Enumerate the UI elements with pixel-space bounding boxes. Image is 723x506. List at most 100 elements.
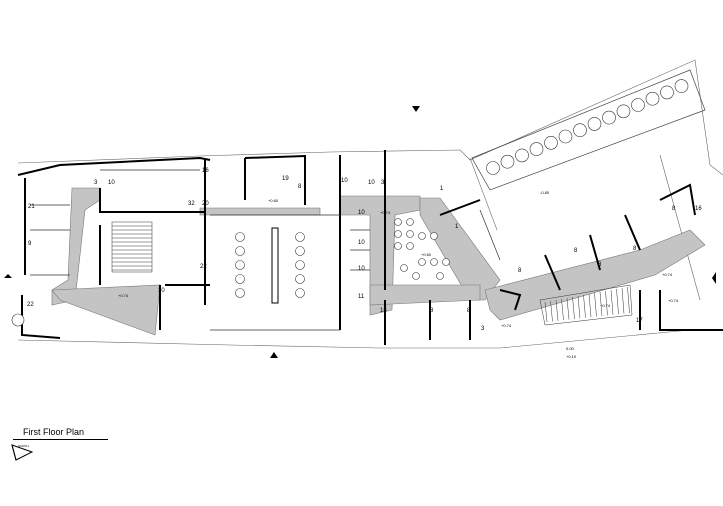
table-icon [442, 258, 450, 266]
table-icon [412, 272, 420, 280]
room-label: 16 [202, 168, 209, 174]
room-label: 10 [358, 240, 365, 246]
table-icon [430, 258, 438, 266]
tree-icon [602, 110, 616, 125]
section-arrow-icon [270, 352, 278, 358]
tree-icon [631, 98, 645, 112]
table-icon [406, 230, 414, 238]
tree-icon [515, 148, 529, 163]
tree-icon [500, 154, 515, 169]
room-label: 8 [574, 248, 578, 254]
level-marker: +0.60 [268, 198, 279, 203]
room-label: 22 [27, 302, 34, 308]
corridor-center-bottom [369, 284, 481, 306]
room-label: 16 [695, 206, 702, 212]
table-icon [235, 246, 245, 256]
tree-icon [486, 161, 500, 175]
tree-icon [587, 117, 602, 131]
corridor-left-vertical [51, 187, 101, 306]
room-label: 1 [455, 224, 459, 230]
atrium-tables [235, 227, 305, 304]
level-marker: +0.10 [566, 354, 577, 359]
room-label: 10 [341, 178, 348, 184]
room-label: 10 [368, 180, 375, 186]
table-icon [418, 258, 426, 266]
table-icon [235, 260, 245, 270]
room-label: 8 [518, 268, 522, 274]
page-title: First Floor Plan [23, 427, 85, 437]
table-icon [430, 232, 438, 240]
room-label: 18 [380, 308, 387, 314]
table-icon [406, 218, 414, 226]
tree-icon [645, 91, 660, 106]
room-label: 8 [298, 184, 302, 190]
level-marker: +0.60 [421, 252, 432, 257]
north-arrow-icon [11, 444, 34, 461]
room-label: 3 [481, 326, 485, 332]
level-marker: +0.74 [662, 272, 673, 277]
room-label: 17 [636, 318, 643, 324]
table-icon [295, 246, 305, 256]
table-icon [418, 232, 426, 240]
level-marker: -0.85 [540, 190, 550, 195]
room-label: 8 [430, 308, 434, 314]
room-label: 21 [28, 204, 35, 210]
table-icon [400, 264, 408, 272]
stairs-right [539, 284, 633, 326]
tree-icon [660, 85, 674, 100]
north-label: NORTH [18, 444, 29, 448]
corridor-diagonal [419, 197, 501, 301]
walls [17, 150, 723, 345]
level-marker: +0.74 [501, 323, 512, 328]
table-icon [394, 218, 402, 226]
interior-lines [30, 169, 501, 331]
table-icon [295, 288, 305, 298]
level-marker: 0.00 [566, 346, 575, 351]
table-icon [394, 242, 402, 250]
room-label: 10 [108, 180, 115, 186]
room-label: 8 [633, 246, 637, 252]
cafe-tables [11, 218, 450, 327]
room-label: 10 [358, 266, 365, 272]
level-marker: +0.74 [668, 298, 679, 303]
corridor-right [484, 229, 706, 321]
room-label: 3 [381, 180, 385, 186]
corridors [51, 187, 706, 336]
tree-icon [616, 104, 631, 119]
room-label: 9 [28, 241, 32, 247]
level-marker: +0.74 [600, 303, 611, 308]
room-label: 20 [202, 201, 209, 207]
level-markers: -0.85 +0.74 +0.60 +0.74 +0.60 +0.74 +0.7… [118, 190, 679, 359]
table-icon [295, 274, 305, 284]
tree-icon [11, 313, 25, 327]
garden-strip [471, 69, 706, 191]
tree-icon [558, 129, 573, 144]
room-label: 8 [672, 206, 676, 212]
room-label: 8 [467, 308, 471, 314]
room-labels: 3 10 16 19 8 10 10 3 21 32 20 9 22 22 30… [27, 168, 702, 332]
level-marker: +0.74 [118, 293, 129, 298]
table-icon [436, 272, 444, 280]
room-label: 30 [158, 288, 165, 294]
corridor-center-left [199, 207, 321, 216]
table-icon [406, 242, 414, 250]
section-arrow-icon [4, 274, 12, 278]
table-icon [295, 260, 305, 270]
room-label: 22 [200, 264, 207, 270]
tree-icon [529, 142, 544, 156]
table-icon [235, 274, 245, 284]
room-label: 1 [440, 186, 444, 192]
room-label: 3 [94, 180, 98, 186]
room-label: 32 [188, 201, 195, 207]
room-label: 8 [598, 262, 602, 268]
table-icon [235, 288, 245, 298]
table-icon [394, 230, 402, 238]
tree-icon [674, 79, 689, 93]
room-label: 11 [358, 294, 365, 300]
room-label: 10 [358, 210, 365, 216]
corridor-left-diagonal [51, 284, 161, 336]
section-arrow-icon [412, 106, 420, 112]
stairs-left [111, 221, 153, 273]
section-arrow-icon [712, 272, 716, 284]
